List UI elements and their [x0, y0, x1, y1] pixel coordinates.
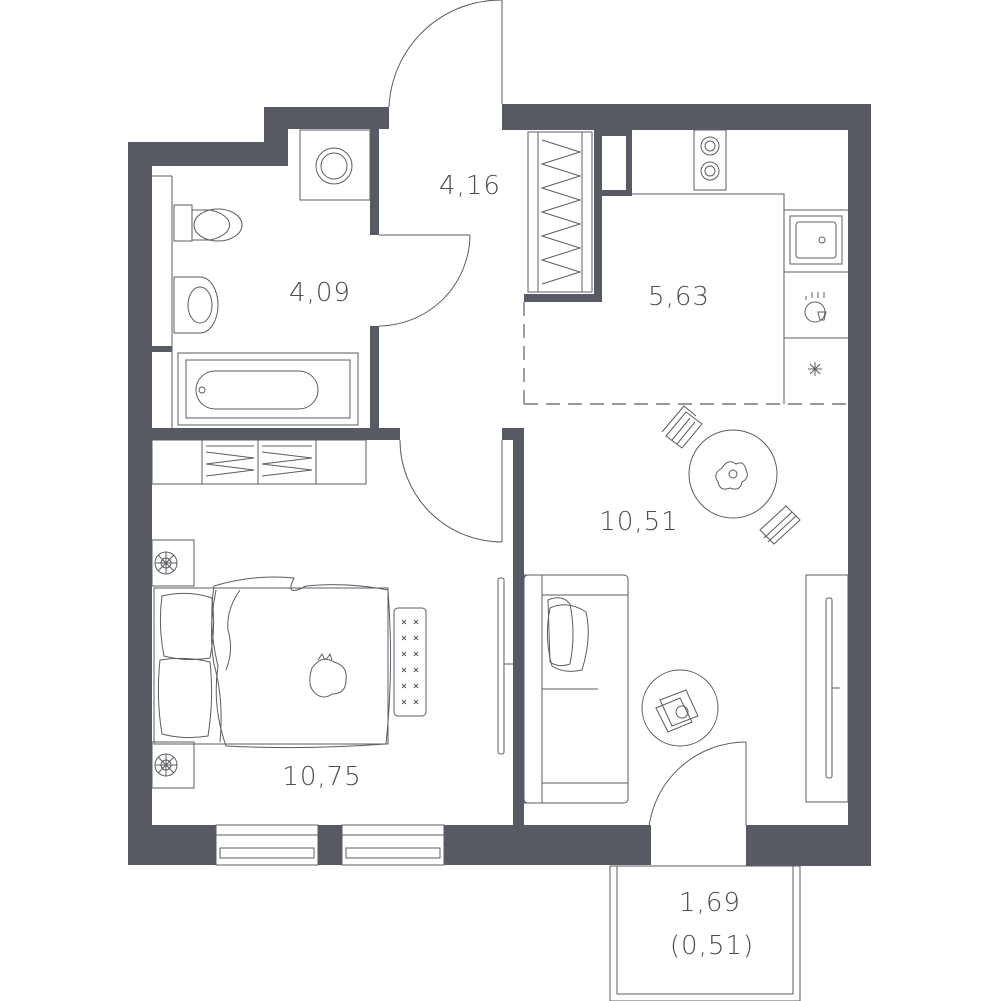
balcony-door — [647, 741, 747, 841]
bedroom-door — [399, 439, 503, 543]
dining-table — [688, 429, 778, 519]
toilet — [173, 204, 243, 242]
hall-area-label: 4,16 — [439, 171, 501, 201]
bedroom-area-label: 10,75 — [282, 762, 362, 792]
kitchen-sink — [789, 215, 843, 265]
washing-machine — [299, 129, 371, 201]
balcony-area-label: 1,69 — [679, 888, 741, 918]
stove — [693, 129, 727, 191]
dishwasher — [804, 292, 827, 323]
hall-wardrobe — [527, 131, 593, 293]
balcony-reduced-area-label: (0,51) — [669, 931, 755, 961]
bedroom-wardrobe — [151, 439, 367, 485]
dining-chair — [661, 405, 703, 449]
bed — [153, 576, 392, 749]
dining-chair — [759, 505, 801, 545]
fridge — [808, 362, 822, 376]
nightstand — [151, 741, 195, 789]
nightstand — [151, 539, 195, 587]
coffee-table — [641, 669, 719, 747]
bedroom-windows — [215, 824, 445, 866]
bathtub — [177, 352, 359, 426]
bathroom-door — [378, 234, 471, 327]
entrance-door — [388, 0, 503, 108]
sofa — [523, 574, 629, 804]
living-room-area-label: 10,51 — [599, 507, 679, 537]
kitchen-zone-divider — [523, 302, 848, 405]
sink — [173, 276, 219, 334]
mirror — [497, 577, 513, 755]
bathroom-area-label: 4,09 — [289, 278, 351, 308]
bench — [393, 607, 427, 717]
balcony — [609, 865, 801, 1001]
walls — [128, 104, 871, 866]
tv-unit — [805, 574, 849, 803]
kitchen-counter — [632, 193, 848, 404]
kitchen-area-label: 5,63 — [648, 282, 710, 312]
